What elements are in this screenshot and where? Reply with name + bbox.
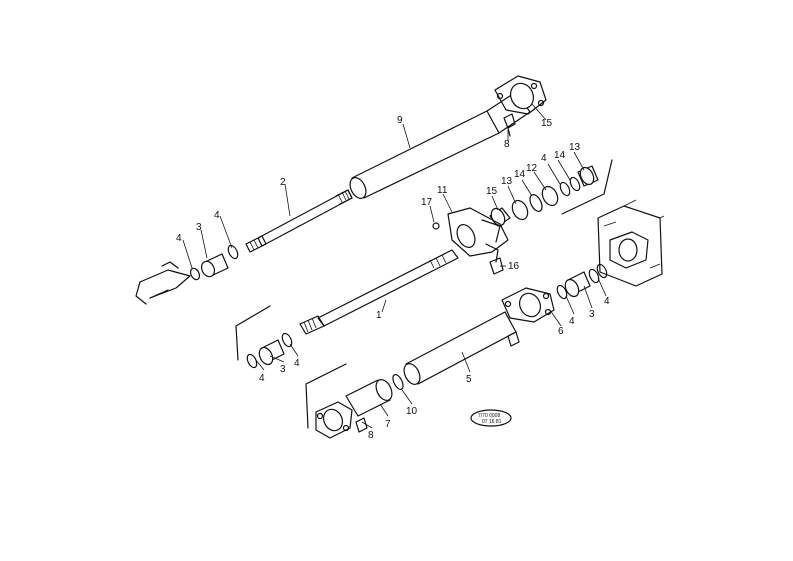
top-left-bearing-group xyxy=(189,244,239,281)
callout-11: 11 xyxy=(437,185,448,196)
callout-2: 2 xyxy=(280,177,286,188)
left-housing-stub xyxy=(135,261,191,305)
callout-5: 5 xyxy=(466,374,472,385)
callout-8-bot: 8 xyxy=(368,430,374,441)
callout-15-top: 15 xyxy=(541,118,553,129)
callout-4-mid-a: 4 xyxy=(259,373,265,384)
leader-lines xyxy=(182,103,607,429)
tube-5 xyxy=(403,287,555,385)
callout-4-bot-a: 4 xyxy=(569,316,575,327)
callout-3-mid: 3 xyxy=(280,364,286,375)
shaft-2 xyxy=(245,189,353,253)
callout-3-bot: 3 xyxy=(589,309,595,320)
bearing-stack-right xyxy=(489,159,613,227)
callout-17: 17 xyxy=(421,197,433,208)
callout-15-mid: 15 xyxy=(486,186,498,197)
stamp-line-1: 7/70 0008 xyxy=(478,413,500,419)
bracket-11 xyxy=(432,207,509,275)
callout-13-mid: 13 xyxy=(501,176,513,187)
bottom-right-bearing-group xyxy=(556,263,608,300)
mid-left-bearing-group xyxy=(235,305,293,369)
callout-4-bot-b: 4 xyxy=(604,296,610,307)
right-housing xyxy=(597,199,665,287)
callout-9: 9 xyxy=(397,115,403,126)
callout-4-mid-b: 4 xyxy=(294,358,300,369)
shaft-1 xyxy=(299,249,459,335)
callout-4-right: 4 xyxy=(541,153,547,164)
callout-4-top-a: 4 xyxy=(214,210,220,221)
callout-14-mid: 14 xyxy=(514,169,526,180)
tube-7 xyxy=(305,363,404,439)
tube-9 xyxy=(349,75,547,199)
callout-10: 10 xyxy=(406,406,418,417)
callout-labels: 9 15 8 13 14 4 12 14 13 15 11 17 16 2 4 … xyxy=(176,115,610,441)
callout-12: 12 xyxy=(526,163,538,174)
callout-14-right: 14 xyxy=(554,150,566,161)
callout-8-top: 8 xyxy=(504,139,510,150)
callout-3-top: 3 xyxy=(196,222,202,233)
reference-stamp: 7/70 0008 07 16 81 xyxy=(470,409,512,427)
callout-1: 1 xyxy=(376,310,382,321)
callout-16: 16 xyxy=(508,261,520,272)
callout-13-right: 13 xyxy=(569,142,581,153)
callout-4-top-b: 4 xyxy=(176,233,182,244)
callout-7: 7 xyxy=(385,419,391,430)
callout-6: 6 xyxy=(558,326,564,337)
stamp-line-2: 07 16 81 xyxy=(482,419,502,425)
